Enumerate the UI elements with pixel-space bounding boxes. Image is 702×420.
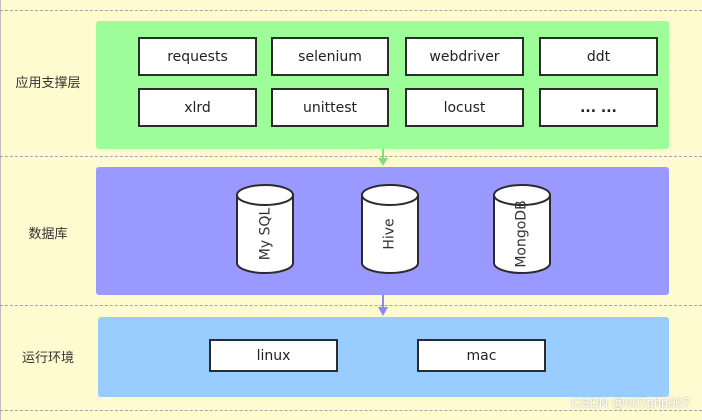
database-label-hive: Hive [381, 218, 398, 250]
layer-label-runtime: 运行环境 [21, 351, 74, 366]
box-unittest: unittest [271, 88, 389, 127]
layer-label-support: 应用支撑层 [15, 76, 81, 91]
cylinder-icon [493, 184, 551, 274]
divider-database-runtime [0, 305, 702, 306]
cylinder-icon [361, 184, 419, 274]
box-locust: locust [405, 88, 524, 127]
watermark: CSDN @007php007 [571, 395, 690, 410]
arrow-down-icon [378, 149, 388, 166]
divider-bottom [0, 410, 702, 411]
database-mongodb: MongoDB [493, 183, 551, 275]
divider-top [0, 10, 702, 11]
box-requests: requests [138, 37, 257, 76]
box-selenium: selenium [271, 37, 389, 76]
layer-label-database: 数据库 [28, 227, 68, 242]
database-mysql: My SQL [236, 183, 294, 275]
left-border [0, 0, 1, 420]
database-label-mongodb: MongoDB [514, 200, 531, 268]
database-label-mysql: My SQL [257, 207, 273, 261]
divider-support-database [0, 156, 702, 157]
box-xlrd: xlrd [138, 88, 257, 127]
database-hive: Hive [361, 183, 419, 275]
box-webdriver: webdriver [405, 37, 524, 76]
cylinder-icon [236, 184, 294, 274]
box-ellipsis: ... ... [539, 88, 658, 127]
box-linux: linux [209, 339, 338, 372]
box-ddt: ddt [539, 37, 658, 76]
box-mac: mac [417, 339, 546, 372]
runtime-layer-panel [98, 317, 669, 397]
arrow-down-icon [378, 295, 388, 316]
